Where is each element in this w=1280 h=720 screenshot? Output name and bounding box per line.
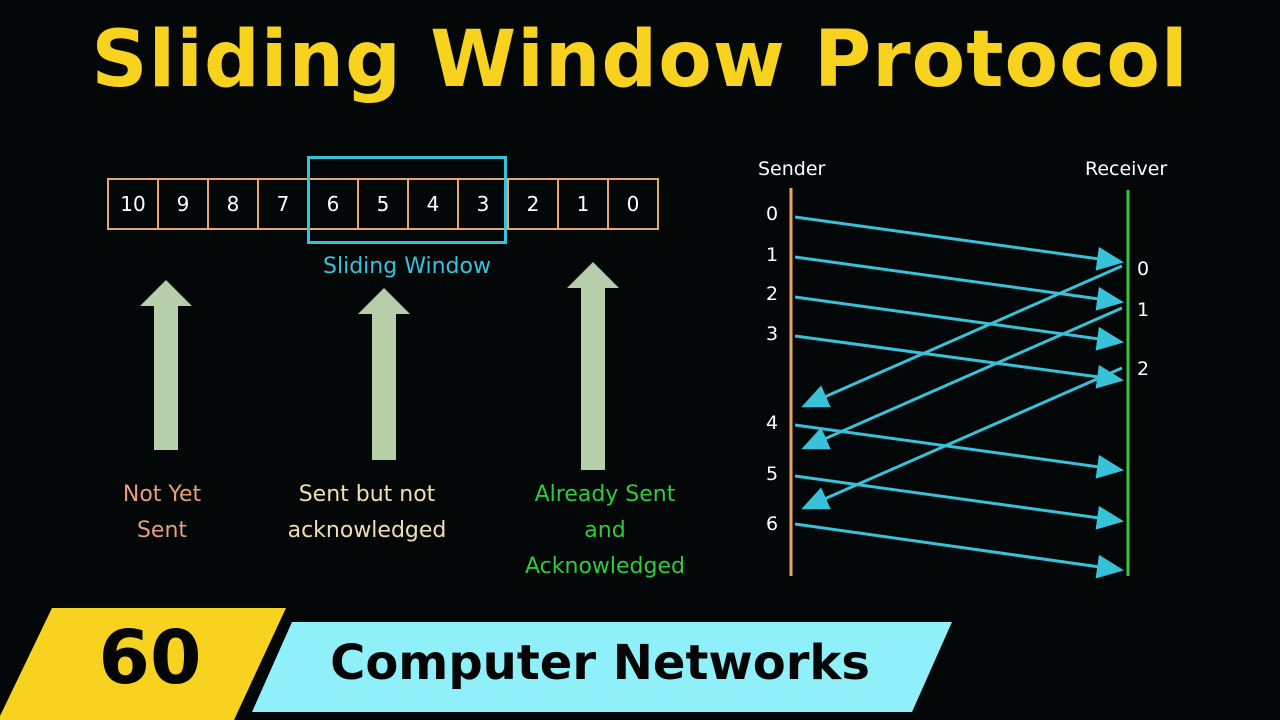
frame-cell: 1 [559, 180, 609, 228]
frame-cell: 0 [626, 192, 640, 216]
frame-arrow [794, 423, 1124, 479]
frame-cell: 5 [359, 180, 409, 228]
up-arrow-icon [140, 280, 192, 450]
frame-arrow [794, 522, 1124, 579]
frame-cell: 7 [259, 180, 309, 228]
caption-line: and [584, 518, 626, 543]
receiver-seq-number: 0 [1137, 258, 1150, 280]
caption-line: Sent [136, 518, 188, 543]
caption-line: Already Sent [534, 482, 676, 507]
banner-cyan-shape [252, 622, 952, 712]
series-title: Computer Networks [330, 635, 870, 691]
frame-arrow [794, 474, 1124, 530]
frame-arrow [794, 295, 1124, 351]
episode-number: 60 [98, 615, 202, 701]
up-arrow-icon [567, 262, 619, 470]
frame-arrow [794, 334, 1124, 389]
frame-arrow [794, 255, 1124, 311]
sliding-window-box [307, 156, 507, 244]
receiver-seq-number: 2 [1137, 358, 1150, 380]
frame-cell: 8 [209, 180, 259, 228]
sliding-window-label: Sliding Window [323, 254, 491, 279]
caption-line: Sent but not [298, 482, 436, 507]
frame-cell: 3 [459, 180, 509, 228]
frame-cell: 6 [309, 180, 359, 228]
sender-seq-number: 5 [766, 463, 779, 485]
caption-sent-not-acknowledged: Sent but not acknowledged [262, 477, 472, 549]
frame-arrow [794, 215, 1124, 271]
frame-cell: 4 [409, 180, 459, 228]
caption-line: Not Yet [122, 482, 202, 507]
sender-seq-number: 6 [766, 513, 779, 535]
sender-seq-number: 3 [766, 323, 779, 345]
sender-seq-number: 0 [766, 203, 779, 225]
ack-arrow [801, 366, 1123, 510]
frame-cell: 9 [159, 180, 209, 228]
sequence-diagram [789, 188, 1130, 579]
ack-arrow [801, 306, 1123, 450]
up-arrow-icon [358, 288, 410, 460]
sender-seq-number: 2 [766, 283, 779, 305]
caption-not-yet-sent: Not Yet Sent [92, 477, 232, 549]
sender-seq-number: 1 [766, 244, 779, 266]
sender-label: Sender [758, 158, 826, 180]
caption-already-acknowledged: Already Sent and Acknowledged [495, 477, 715, 585]
frame-cell: 2 [509, 180, 559, 228]
receiver-seq-number: 1 [1137, 299, 1150, 321]
caption-line: Acknowledged [525, 554, 685, 579]
banner-yellow-shape [0, 608, 286, 720]
frame-row: 10 9 8 7 6 5 4 3 2 1 0 [107, 178, 659, 230]
sender-seq-number: 4 [766, 412, 779, 434]
series-banner [0, 608, 952, 720]
receiver-label: Receiver [1085, 158, 1168, 180]
ack-arrow [801, 264, 1123, 408]
page-title: Sliding Window Protocol [91, 15, 1189, 105]
caption-line: acknowledged [287, 518, 447, 543]
frame-cell: 10 [109, 180, 159, 228]
